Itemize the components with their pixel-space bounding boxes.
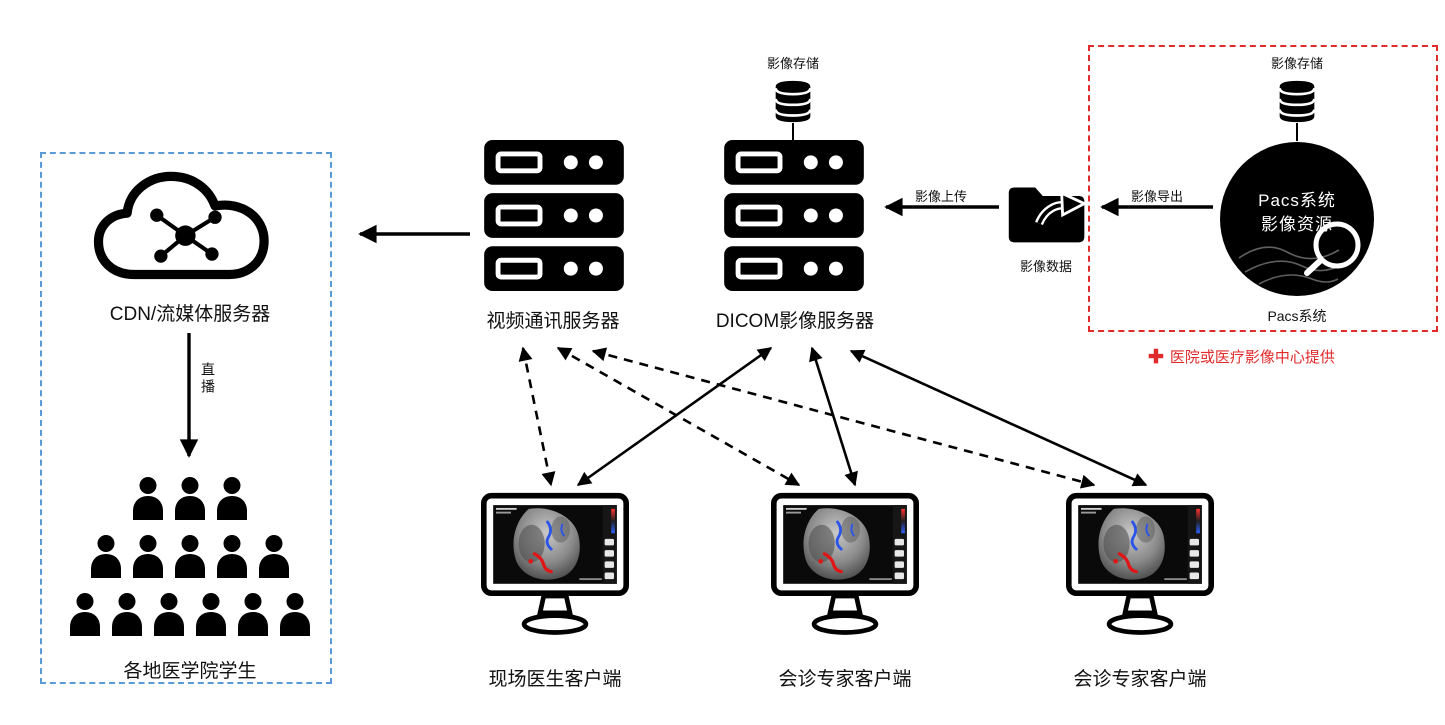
dicom-server-icon (724, 140, 864, 291)
dicom-client2-link (809, 346, 858, 487)
video-client1-link (518, 346, 556, 487)
folder-label: 影像数据 (1019, 259, 1073, 274)
dicom-server-label: DICOM影像服务器 (715, 311, 875, 332)
upload-arrow-label: 影像上传 (914, 189, 968, 204)
pacs-circle-subtitle: 影像资源 (1261, 215, 1333, 234)
client2-label: 会诊专家客户端 (778, 669, 912, 690)
students-crowd-icon (70, 477, 310, 636)
magnifier-icon (1304, 221, 1361, 276)
students-label: 各地医学院学生 (123, 661, 257, 682)
video-client3-link (591, 347, 1096, 489)
cdn-students-group-box (40, 152, 332, 684)
client2-monitor-icon (770, 492, 920, 640)
client3-label: 会诊专家客户端 (1073, 669, 1207, 690)
client1-monitor-icon (480, 492, 630, 640)
hospital-pacs-group-box (1088, 45, 1438, 332)
image-data-folder-icon (1005, 180, 1090, 248)
video-server-label: 视频通讯服务器 (486, 311, 620, 332)
dicom-client3-link (849, 349, 1148, 487)
client3-monitor-icon (1065, 492, 1215, 640)
cdn-label: CDN/流媒体服务器 (109, 304, 271, 325)
export-arrow-label: 影像导出 (1130, 189, 1184, 204)
cdn-cloud-icon (88, 160, 293, 298)
dicom-storage-label: 影像存储 (766, 56, 820, 71)
pacs-caption: Pacs系统 (1267, 308, 1327, 324)
pacs-database-icon (1277, 80, 1317, 123)
broadcast-label: 直播 (200, 362, 216, 396)
pacs-storage-label: 影像存储 (1270, 56, 1324, 71)
video-server-icon (484, 140, 624, 291)
contour-lines (1238, 246, 1344, 285)
plus-icon: ✚ (1148, 347, 1164, 368)
pacs-circle-title: Pacs系统 (1258, 191, 1336, 210)
dicom-client1-link (576, 346, 773, 487)
client1-label: 现场医生客户端 (488, 669, 622, 690)
provider-note: ✚ 医院或医疗影像中心提供 (1148, 346, 1335, 369)
video-client2-link (556, 346, 801, 487)
provider-note-text: 医院或医疗影像中心提供 (1169, 349, 1335, 366)
pacs-system-icon (1220, 142, 1374, 296)
dicom-database-icon (773, 80, 813, 123)
